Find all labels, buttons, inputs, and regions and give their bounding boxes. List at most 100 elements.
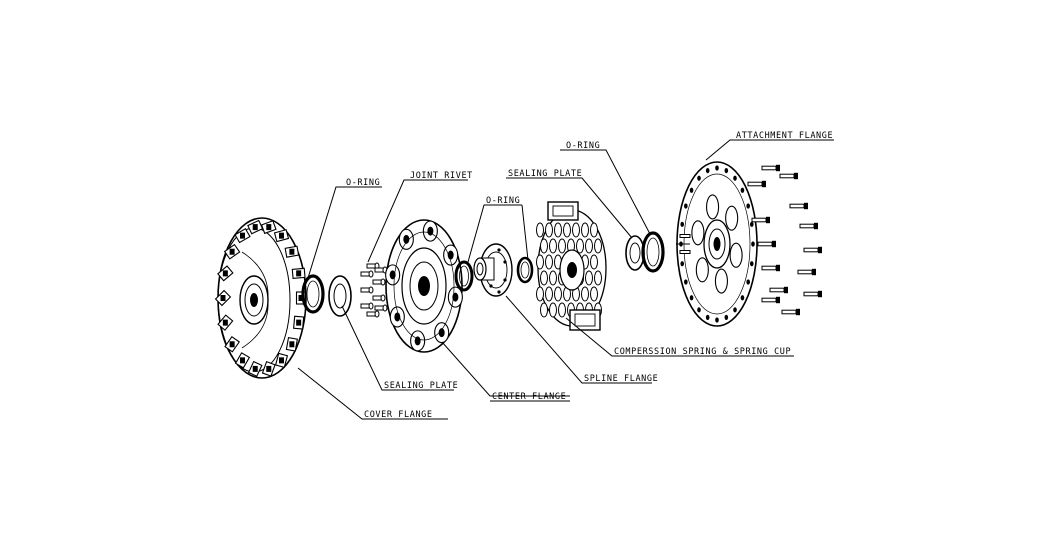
attachment-pin <box>679 234 691 238</box>
spline-flange-part <box>473 243 513 297</box>
attachment-flange-hole <box>705 314 710 321</box>
attachment-bolts-part <box>679 164 822 316</box>
cover-flange-tooth-slot <box>279 232 284 239</box>
spring-coil <box>536 286 544 302</box>
attachment-bolt <box>761 265 777 271</box>
cover-flange-tooth-slot <box>229 341 235 348</box>
label-sealing-plate-upper: SEALING PLATE <box>508 169 582 179</box>
attachment-bolt-head <box>812 268 816 276</box>
joint-rivet-head <box>380 294 386 302</box>
attachment-bolt-head <box>772 240 776 248</box>
cover-flange-tooth-slot <box>289 248 295 255</box>
joint-rivets-part <box>360 262 388 318</box>
attachment-bolt <box>769 287 785 293</box>
attachment-bolt <box>803 291 819 297</box>
cover-flange-tooth-slot <box>252 224 258 231</box>
attachment-flange-hole <box>746 203 750 209</box>
attachment-flange-window <box>714 268 728 294</box>
cover-flange-tooth-slot <box>266 365 272 372</box>
joint-rivet-head <box>368 302 374 310</box>
label-center-flange: CENTER FLANGE <box>492 392 566 402</box>
compression-spring-part <box>536 201 607 331</box>
spring-coil <box>576 238 584 254</box>
attachment-bolt <box>761 297 777 303</box>
cover-flange-tooth-slot <box>240 357 245 364</box>
attachment-bolt-head <box>796 308 800 316</box>
attachment-bolt <box>751 217 767 223</box>
cover-flange-tooth-slot <box>266 224 272 231</box>
label-spline-flange: SPLINE FLANGE <box>584 374 658 384</box>
joint-rivet-head <box>382 304 388 312</box>
label-o-ring-left: O-RING <box>346 178 380 188</box>
spring-coil <box>558 238 566 254</box>
spring-coil <box>581 222 589 238</box>
cover-flange-part <box>214 217 307 379</box>
attachment-flange-window <box>691 220 705 246</box>
joint-rivet-head <box>368 286 374 294</box>
cover-flange-tooth-slot <box>222 270 228 277</box>
attachment-pin <box>679 250 691 254</box>
attachment-bolt-head <box>776 164 780 172</box>
callout-labels: ATTACHMENT FLANGE O-RING SEALING PLATE J… <box>336 131 834 420</box>
attachment-flange-hole <box>740 295 745 301</box>
cover-flange-tooth-slot <box>296 270 302 277</box>
attachment-flange-hole <box>689 295 694 301</box>
attachment-flange-window <box>706 194 720 220</box>
spring-coil <box>585 238 593 254</box>
spring-coil <box>549 270 557 286</box>
spring-coil <box>540 238 548 254</box>
attachment-flange-hole <box>740 187 745 193</box>
cover-flange-tooth-slot <box>296 319 302 326</box>
attachment-bolt <box>781 309 797 315</box>
joint-rivet-head <box>374 310 380 318</box>
attachment-flange-window <box>729 242 743 268</box>
spring-coil <box>572 222 580 238</box>
attachment-flange-hole <box>724 167 729 174</box>
attachment-flange-hole <box>689 187 694 193</box>
spring-coil <box>536 254 544 270</box>
o-ring-left-part <box>301 274 325 314</box>
attachment-bolt-head <box>762 180 766 188</box>
attachment-bolt-head <box>794 172 798 180</box>
attachment-bolt-head <box>766 216 770 224</box>
cover-flange-tooth-slot <box>220 295 226 301</box>
o-ring-spline-part <box>516 256 534 284</box>
attachment-flange-hole <box>684 279 688 285</box>
attachment-flange-hole <box>749 261 754 267</box>
attachment-bolt-head <box>784 286 788 294</box>
sealing-plate-lower-part <box>328 275 352 317</box>
spring-coil <box>545 254 553 270</box>
attachment-bolt-head <box>776 296 780 304</box>
label-cover-flange: COVER FLANGE <box>364 410 433 420</box>
sealing-plate-upper-part <box>625 235 645 271</box>
spring-coil <box>540 302 548 318</box>
attachment-bolt <box>789 203 805 209</box>
spring-coil <box>549 302 557 318</box>
cover-flange-tooth-slot <box>289 341 295 348</box>
center-flange-part <box>385 219 463 353</box>
attachment-flange-hole <box>724 314 729 321</box>
spring-coil <box>549 238 557 254</box>
attachment-bolt <box>757 241 773 247</box>
attachment-flange-hole <box>715 317 719 323</box>
cover-flange-tooth-slot <box>222 319 228 326</box>
spring-coil <box>590 286 598 302</box>
attachment-flange-hole <box>751 241 755 247</box>
joint-rivet-head <box>368 270 374 278</box>
label-o-ring-middle: O-RING <box>486 196 520 206</box>
attachment-flange-hole <box>715 165 719 171</box>
attachment-flange-window <box>695 257 709 283</box>
attachment-bolt <box>799 223 815 229</box>
cover-flange-tooth-slot <box>240 232 245 239</box>
attachment-bolt <box>761 165 777 171</box>
attachment-bolt-head <box>804 202 808 210</box>
attachment-bolt-head <box>776 264 780 272</box>
cover-flange-tooth-slot <box>252 365 258 372</box>
center-flange-lobe-hole <box>438 328 445 338</box>
attachment-bolt <box>779 173 795 179</box>
attachment-bolt <box>797 269 813 275</box>
attachment-flange-hole <box>705 167 710 174</box>
spring-coil <box>536 222 544 238</box>
attachment-flange-hole <box>697 175 701 181</box>
